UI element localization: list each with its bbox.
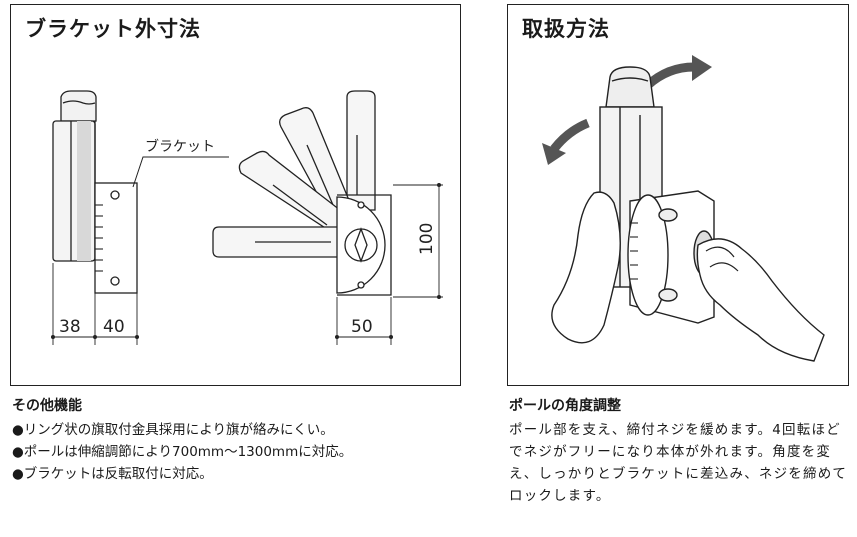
dim-40: 40: [103, 317, 125, 337]
handling-method-title: 取扱方法: [522, 17, 610, 41]
dim-38: 38: [59, 317, 81, 337]
rotate-left-arrow: [550, 118, 590, 152]
angle-adjustment-body: ポール部を支え、締付ネジを緩めます。4回転ほどでネジがフリーになり本体が外れます…: [509, 422, 848, 504]
handling-illustration: [542, 55, 825, 362]
arrow-head-right: [692, 55, 712, 81]
pole-illustration: [599, 66, 715, 324]
fan-view: [212, 90, 392, 296]
rotate-right-arrow: [644, 62, 695, 89]
feature-item: ポールは伸縮調節により700mm〜1300mmに対応。: [12, 441, 462, 463]
dim-100: 100: [417, 223, 437, 255]
feature-item: ブラケットは反転取付に対応。: [12, 463, 462, 485]
handling-method-panel: 取扱方法: [507, 4, 849, 386]
arrow-head-left: [542, 143, 566, 165]
bracket-label: ブラケット: [145, 138, 215, 155]
bracket-dimensions-panel: ブラケット外寸法: [10, 4, 461, 386]
other-features-heading: その他機能: [12, 398, 82, 414]
bracket-dimensions-title: ブラケット外寸法: [25, 17, 201, 41]
left-hand-icon: [551, 191, 621, 344]
right-hand-icon: [696, 238, 825, 362]
angle-adjustment-section: ポールの角度調整 ポール部を支え、締付ネジを緩めます。4回転ほどでネジがフリーに…: [509, 395, 854, 507]
bracket-diagram: ブラケット 38 40: [51, 90, 443, 345]
side-view: [51, 90, 229, 345]
feature-item: リング状の旗取付金具採用により旗が絡みにくい。: [12, 419, 462, 441]
angle-adjustment-heading: ポールの角度調整: [509, 398, 621, 414]
other-features-section: その他機能 リング状の旗取付金具採用により旗が絡みにくい。 ポールは伸縮調節によ…: [12, 395, 462, 485]
dim-50: 50: [351, 317, 373, 337]
